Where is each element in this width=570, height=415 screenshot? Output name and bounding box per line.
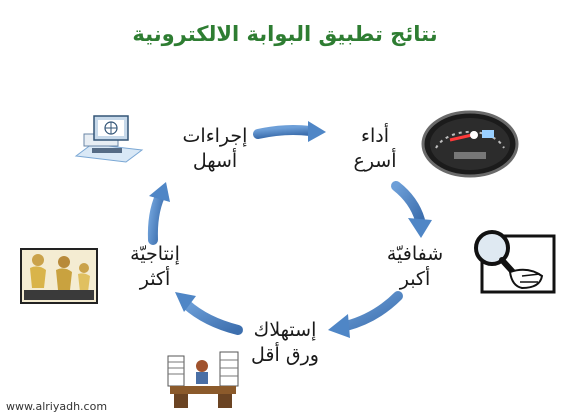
- node-faster-line2: أسرع: [353, 150, 397, 172]
- node-transparency-line2: أكبر: [399, 268, 431, 290]
- node-faster: أداء أسرع: [330, 124, 420, 174]
- workers-icon: [20, 248, 98, 304]
- node-easier-line1: إجراءات: [182, 125, 248, 147]
- node-easier-line2: أسهل: [192, 150, 238, 172]
- node-paper: إستهلاك ورق أقل: [225, 318, 345, 368]
- magnifier-icon: [474, 230, 556, 294]
- watermark: www.alriyadh.com: [6, 400, 108, 413]
- arrow-left: [147, 182, 170, 245]
- node-productivity-line2: أكثر: [139, 268, 171, 290]
- node-productivity-line1: إنتاجيّة: [130, 243, 180, 265]
- speedometer-icon: [421, 110, 519, 178]
- diagram-title: نتائج تطبيق البوابة الالكترونية: [132, 22, 438, 46]
- node-productivity: إنتاجيّة أكثر: [105, 242, 205, 292]
- arrow-bottom-right: [328, 291, 403, 338]
- arrow-right: [391, 181, 432, 238]
- node-easier: إجراءات أسهل: [150, 124, 280, 174]
- arrow-bottom-left: [175, 292, 243, 335]
- node-transparency: شفافيّة أكبر: [370, 242, 460, 292]
- node-faster-line1: أداء: [361, 125, 389, 147]
- computer-icon: [74, 115, 144, 163]
- node-paper-line1: إستهلاك: [253, 319, 317, 341]
- arrow-top: [253, 121, 326, 142]
- node-paper-line2: ورق أقل: [251, 344, 319, 366]
- office-desk-icon: [167, 351, 239, 408]
- node-transparency-line1: شفافيّة: [386, 243, 444, 265]
